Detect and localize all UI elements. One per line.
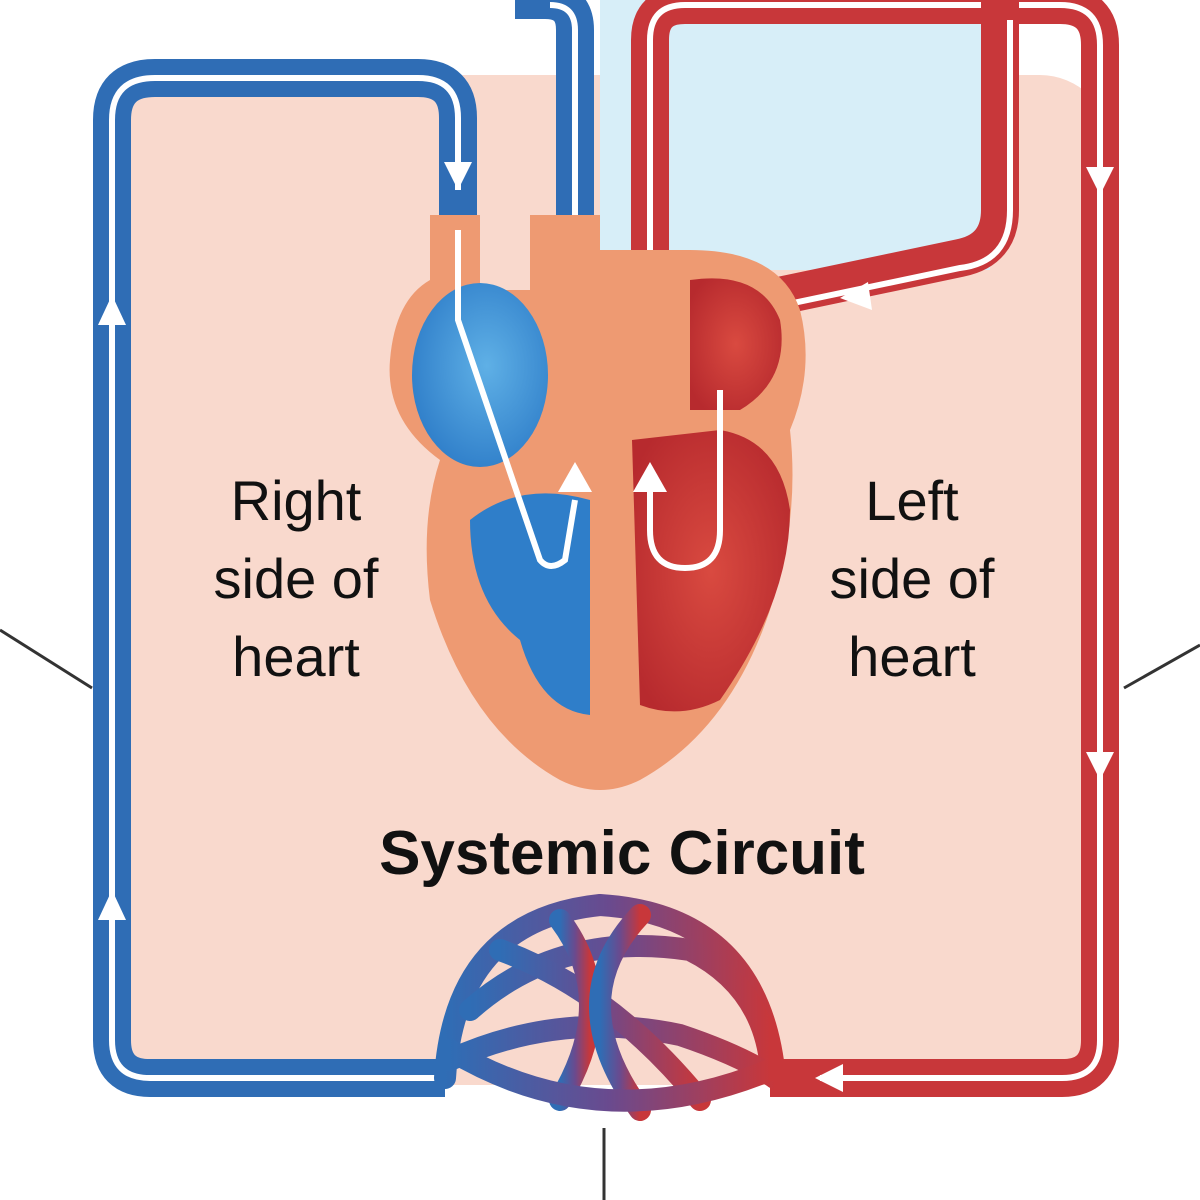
aorta-flow-line bbox=[647, 2, 1103, 1081]
flow-arrow-up-icon bbox=[558, 462, 592, 492]
leader-line-left bbox=[0, 628, 93, 690]
capillary-bed-icon bbox=[434, 893, 786, 1121]
left-side-label-line-2: side of bbox=[829, 547, 995, 610]
right-side-label-line-3: heart bbox=[232, 625, 360, 688]
leader-line-right bbox=[1123, 643, 1200, 690]
left-ventricle bbox=[632, 430, 790, 712]
right-ventricle bbox=[470, 493, 590, 715]
flow-arrow-up-icon bbox=[98, 295, 126, 325]
flow-arrow-down-icon bbox=[444, 162, 472, 190]
right-side-label-line-1: Right bbox=[230, 469, 362, 532]
flow-arrow-down-icon bbox=[1086, 752, 1114, 780]
right-side-label-line-2: side of bbox=[213, 547, 379, 610]
pulmonary-vein-flow-line bbox=[759, 20, 1013, 313]
flow-arrow-left-icon bbox=[815, 1064, 843, 1092]
pulmonary-artery-flow-line bbox=[549, 2, 578, 360]
left-atrium bbox=[690, 278, 782, 410]
left-heart-flow-line bbox=[647, 390, 723, 572]
flow-arrow-down-icon bbox=[1086, 167, 1114, 195]
left-side-label: Left side of heart bbox=[782, 462, 1042, 696]
flow-arrow-up-icon bbox=[633, 462, 667, 492]
flow-arrow-up-icon bbox=[98, 890, 126, 920]
left-side-label-line-3: heart bbox=[848, 625, 976, 688]
flow-arrow-left-icon bbox=[840, 282, 872, 310]
left-side-label-line-1: Left bbox=[865, 469, 959, 532]
right-heart-flow-line bbox=[455, 230, 578, 569]
right-side-label: Right side of heart bbox=[166, 462, 426, 696]
flow-arrows bbox=[98, 162, 1114, 1092]
right-atrium bbox=[412, 283, 548, 467]
diagram-title: Systemic Circuit bbox=[379, 819, 865, 888]
septum bbox=[596, 250, 632, 770]
vena-cava-flow-line bbox=[109, 75, 461, 1081]
heart-icon bbox=[389, 215, 806, 790]
